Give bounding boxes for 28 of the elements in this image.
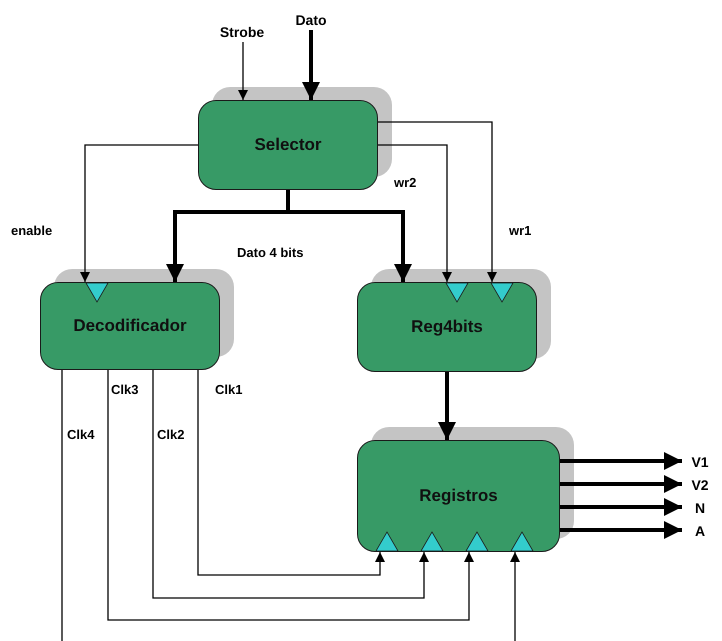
connector-arrow	[510, 552, 520, 641]
connector-arrow	[438, 372, 456, 440]
connector-arrow	[238, 42, 248, 100]
connector-arrow	[80, 144, 198, 282]
edge-label: wr2	[393, 176, 418, 189]
connector-arrow	[560, 521, 682, 539]
connector-arrow	[560, 475, 682, 493]
connector-arrow	[107, 370, 474, 621]
connector-arrow	[197, 370, 385, 576]
signal-name: V1	[682, 452, 718, 472]
signal-name: Dato	[288, 10, 334, 30]
connector-arrow	[152, 370, 429, 599]
edge-label: Clk3	[110, 383, 140, 396]
edge-label: Clk4	[66, 428, 96, 441]
edge-label: enable	[10, 224, 54, 237]
connector-arrow	[560, 452, 682, 470]
edge-label: Clk1	[214, 383, 244, 396]
signal-name: V2	[682, 475, 718, 495]
signal-name: N	[682, 498, 718, 518]
edge-label: Clk2	[156, 428, 186, 441]
edge-label: Dato 4 bits	[236, 246, 304, 259]
connector-arrow	[378, 121, 497, 282]
connector-arrow	[302, 30, 320, 100]
signal-name: A	[682, 521, 718, 541]
edge-label: wr1	[508, 224, 532, 237]
connector-arrow	[560, 498, 682, 516]
signal-name: Strobe	[214, 22, 270, 42]
connector-arrow	[378, 144, 452, 282]
